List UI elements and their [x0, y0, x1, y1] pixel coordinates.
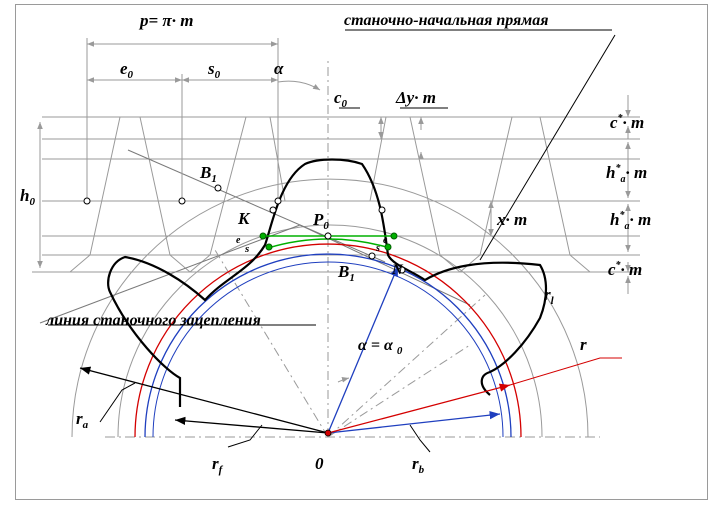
dim-angle-arc: [337, 377, 350, 383]
radial-centerlines: [214, 60, 486, 438]
rb-vector: [327, 411, 501, 434]
dim-alpha-arc: [277, 80, 321, 91]
label-h0: h0: [20, 186, 35, 208]
point-P0: [324, 232, 332, 240]
point-K: [269, 206, 277, 214]
tip-circle-ra: [134, 243, 522, 438]
label-c0: c0: [334, 88, 348, 110]
label-ha-star-m-bottom: h*a· m: [610, 210, 651, 232]
label-ra: ra: [76, 409, 89, 431]
ra-leader: [99, 382, 136, 423]
label-leaders: [48, 29, 612, 453]
point-rack-right: [274, 197, 282, 205]
label-s0: s0: [207, 59, 221, 81]
label-e-small: e: [236, 235, 241, 246]
r-leader: [509, 357, 622, 386]
gear-circles: [134, 243, 522, 438]
dimension-lines: [37, 38, 631, 383]
label-N: N: [391, 262, 404, 278]
label-B1-top: B1: [199, 163, 217, 185]
point-B1-bottom: [368, 252, 376, 260]
rb-to-N-vector: [327, 265, 399, 434]
ra-vector: [79, 366, 329, 434]
label-B1-bottom: B1: [337, 262, 355, 284]
point-B1-top: [214, 184, 222, 192]
label-r: r: [580, 335, 587, 354]
pitch-line-leader: [479, 34, 616, 261]
radial-right: [327, 294, 486, 438]
pitch-formula: p= π· m: [138, 11, 193, 30]
gear-center-point: [324, 429, 332, 437]
point-rack-mid: [178, 197, 186, 205]
label-s-small: s: [244, 243, 249, 255]
label-ha-star-m-top: h*a· m: [606, 163, 647, 185]
radial-right-2: [327, 344, 471, 438]
gear-teeth: [107, 158, 548, 407]
label-c-star-m-bottom: c*· m: [608, 260, 642, 279]
radial-left: [214, 249, 329, 438]
label-dy-m: Δy· m: [395, 88, 436, 107]
label-P0: P0: [312, 210, 329, 232]
label-e0: e0: [120, 59, 134, 81]
points: [83, 184, 406, 274]
point-right-flank: [378, 206, 386, 214]
rf-vector: [174, 416, 329, 434]
rack-profile: [69, 116, 591, 273]
r-vector: [327, 383, 511, 434]
labels: p= π· m станочно-начальная прямая линия …: [20, 11, 651, 476]
label-rb: rb: [412, 454, 425, 476]
diagram-frame: [15, 4, 708, 500]
label-rf: rf: [212, 454, 224, 476]
inner-circle-rl: [117, 224, 543, 438]
root-circle-rf: [152, 261, 504, 438]
engagement-line: [127, 149, 386, 263]
rb-leader: [409, 424, 431, 453]
base-circle-rb: [144, 253, 512, 438]
tooth-profile: [107, 158, 548, 407]
label-e-small-right: e: [383, 235, 388, 246]
rf-leader: [227, 424, 263, 448]
label-c-star-m-top: c*· m: [610, 113, 644, 132]
label-x-m: x· m: [496, 210, 527, 229]
point-N: [398, 266, 406, 274]
label-rl: rl: [544, 285, 555, 307]
label-angle: α = α 0: [358, 337, 403, 357]
green-points: [259, 232, 398, 251]
machine-engagement-line-label: линия станочного зацепления: [45, 312, 261, 329]
point-rack-left: [83, 197, 91, 205]
label-alpha: α: [274, 59, 284, 78]
large-circles: [71, 178, 589, 438]
machine-pitch-line-label: станочно-начальная прямая: [344, 12, 548, 29]
outer-circle-r: [71, 178, 589, 438]
label-K: K: [237, 209, 251, 228]
label-zero: 0: [315, 454, 324, 473]
radius-vectors: [79, 265, 622, 434]
label-s-small-right: s: [375, 243, 380, 254]
